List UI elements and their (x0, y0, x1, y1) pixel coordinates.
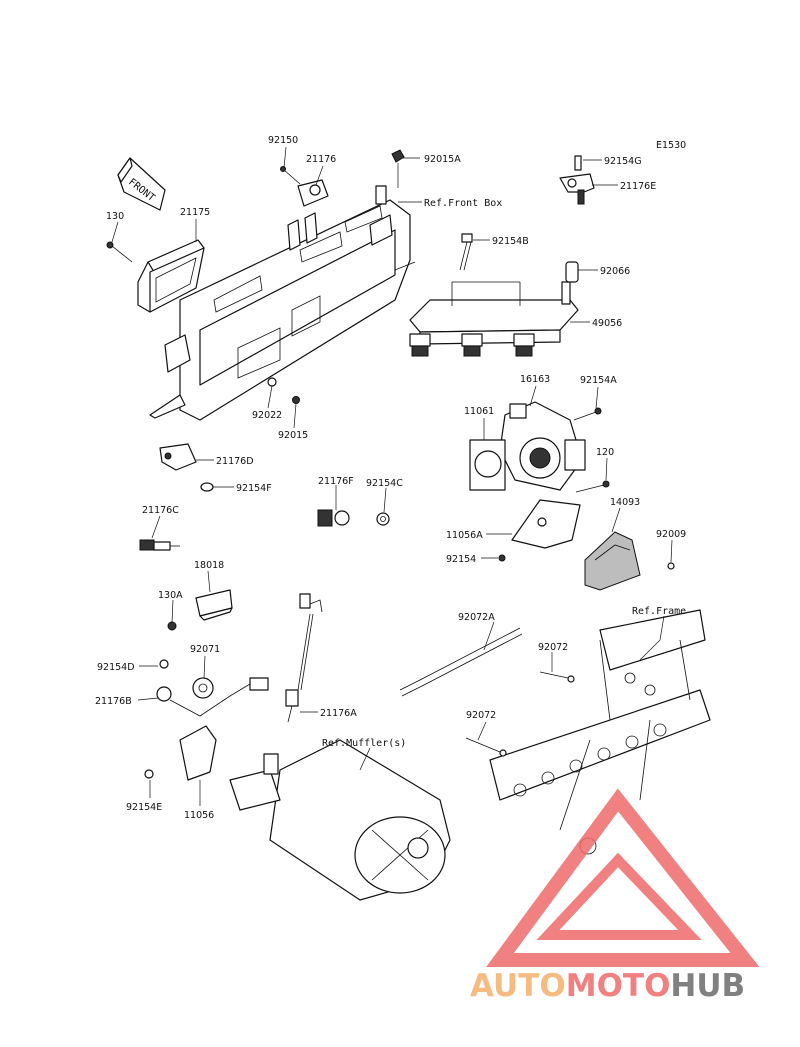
label-120: 120 (596, 447, 614, 458)
sensor-21176E (559, 155, 595, 205)
label-14093: 14093 (610, 497, 640, 508)
label-21176A: 21176A (320, 708, 357, 719)
bolt-130 (106, 241, 133, 263)
throttle-body-16163 (499, 401, 586, 491)
label-18018: 18018 (194, 560, 224, 571)
bolt-92154F (200, 482, 214, 492)
label-11061: 11061 (464, 406, 494, 417)
label-92154G: 92154G (604, 156, 642, 167)
oxygen-sensor-21176A (285, 593, 323, 723)
bracket-11056A (511, 499, 581, 549)
label-21176D: 21176D (216, 456, 254, 467)
label-16163: 16163 (520, 374, 550, 385)
injector (409, 333, 431, 357)
label-11056: 11056 (184, 810, 214, 821)
sensor-21176C (139, 539, 180, 551)
front-box-assembly (149, 185, 416, 421)
bolt-92154 (498, 554, 506, 562)
label-92072-top: 92072 (538, 642, 568, 653)
cap-92066 (565, 261, 579, 283)
bolt-92154B (459, 233, 473, 271)
clamp-92072-top (539, 671, 575, 683)
sensor-21176 (280, 166, 329, 207)
diagram-code: E1530 (656, 140, 686, 151)
harness-92072A (399, 627, 523, 697)
label-11056A: 11056A (446, 530, 483, 541)
nut-92015A (391, 149, 405, 163)
label-92154A: 92154A (580, 375, 617, 386)
sensor-21176B (156, 677, 269, 717)
sensor-21176D (159, 443, 197, 471)
watermark-text: AUTOMOTOHUB (470, 968, 745, 1004)
bracket-11056 (179, 725, 217, 781)
bolt-130A (167, 621, 177, 631)
label-92015A: 92015A (424, 154, 461, 165)
ecu-module-21175 (137, 239, 205, 313)
clamp-92072-bottom (465, 737, 507, 757)
fuel-rail-49056 (409, 281, 579, 357)
label-21176E: 21176E (620, 181, 656, 192)
gasket-11061 (469, 439, 506, 491)
bolt-92154A (573, 407, 602, 421)
front-direction-arrow: FRONT (117, 157, 166, 211)
bolt-92154E (144, 769, 154, 779)
label-92009: 92009 (656, 529, 686, 540)
part-labels: E1530 92150 21176 92015A 130 21175 Ref.F… (95, 135, 686, 821)
label-92066: 92066 (600, 266, 630, 277)
label-92071: 92071 (190, 644, 220, 655)
label-92022: 92022 (252, 410, 282, 421)
cover-14093 (584, 531, 641, 591)
label-92154C: 92154C (366, 478, 403, 489)
bolt-120 (575, 480, 610, 493)
automotohub-watermark: AUTOMOTOHUB (470, 788, 760, 1004)
grommet-92071 (192, 677, 214, 699)
injector (513, 333, 535, 357)
label-21176F: 21176F (318, 476, 354, 487)
label-92072-bottom: 92072 (466, 710, 496, 721)
muffler (229, 739, 451, 901)
label-92072A: 92072A (458, 612, 495, 623)
leader-lines (111, 146, 673, 806)
label-92154D: 92154D (97, 662, 135, 673)
label-130: 130 (106, 211, 124, 222)
washer-92154D (159, 659, 169, 669)
ref-mufflers: Ref.Muffler(s) (322, 738, 406, 749)
label-21176: 21176 (306, 154, 336, 165)
washer-92154C (376, 512, 390, 526)
nut-92015 (292, 396, 300, 404)
label-92154B: 92154B (492, 236, 529, 247)
sensor-21176F (317, 509, 350, 527)
ref-front-box: Ref.Front Box (424, 198, 502, 209)
label-21176C: 21176C (142, 505, 179, 516)
label-49056: 49056 (592, 318, 622, 329)
label-130A: 130A (158, 590, 183, 601)
label-92150: 92150 (268, 135, 298, 146)
label-92154E: 92154E (126, 802, 162, 813)
nut-92022 (267, 377, 277, 387)
injector (461, 333, 483, 357)
label-21176B: 21176B (95, 696, 132, 707)
clip-92009 (667, 562, 675, 570)
bracket-18018 (195, 589, 233, 621)
ref-frame: Ref.Frame (632, 606, 686, 617)
label-92154F: 92154F (236, 483, 272, 494)
label-92015: 92015 (278, 430, 308, 441)
label-21175: 21175 (180, 207, 210, 218)
label-92154: 92154 (446, 554, 476, 565)
frame (489, 609, 711, 855)
